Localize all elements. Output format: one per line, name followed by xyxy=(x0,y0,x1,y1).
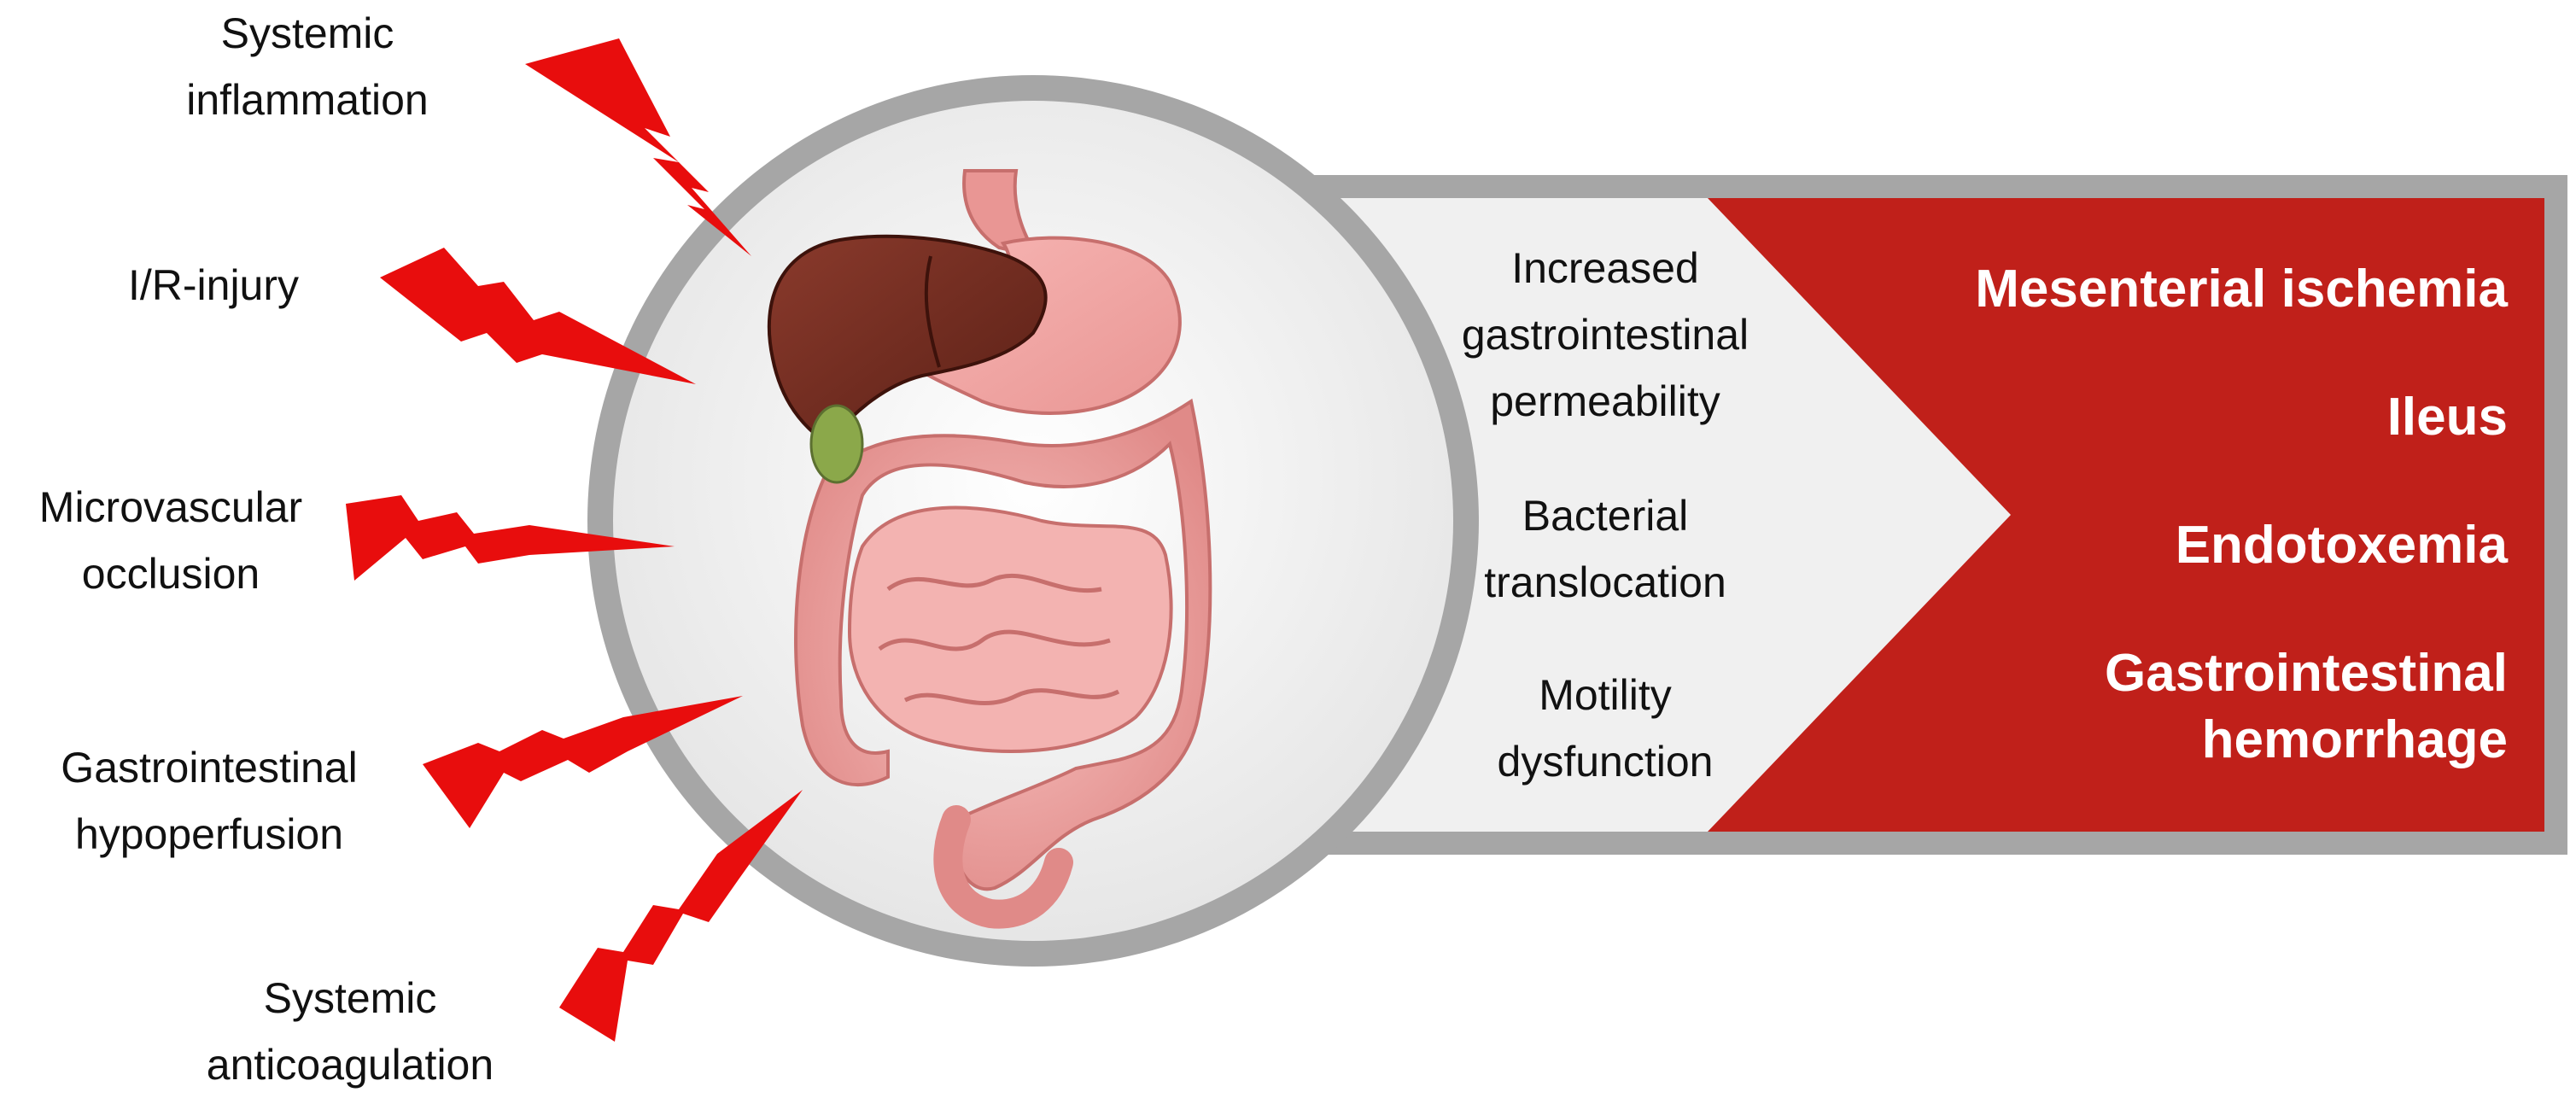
outcome-line: Endotoxemia xyxy=(2175,516,2508,575)
outcome-ileus: Ileus xyxy=(2387,384,2508,451)
cause-line: hypoperfusion xyxy=(74,810,344,858)
cause-line: Systemic xyxy=(263,974,437,1022)
cause-microvascular-occlusion: Microvascular occlusion xyxy=(0,474,342,607)
outcome-endotoxemia: Endotoxemia xyxy=(2176,512,2508,579)
effect-line: dysfunction xyxy=(1497,738,1714,786)
gastrointestinal-organs-illustration xyxy=(767,169,1212,929)
cause-gastrointestinal-hypoperfusion: Gastrointestinal hypoperfusion xyxy=(9,734,410,867)
lightning-bolt-icon xyxy=(346,495,675,581)
effect-line: Bacterial xyxy=(1522,492,1689,540)
cause-line: Systemic xyxy=(220,9,394,57)
lightning-bolt-icon xyxy=(423,696,743,828)
lightning-bolt-icon xyxy=(380,248,696,384)
effect-bacterial-translocation: Bacterial translocation xyxy=(1417,482,1793,616)
effect-line: Motility xyxy=(1539,671,1672,719)
effect-line: permeability xyxy=(1490,377,1720,425)
cause-ir-injury: I/R-injury xyxy=(34,252,393,318)
outcome-mesenterial-ischemia: Mesenterial ischemia xyxy=(1975,256,2508,323)
effect-line: gastrointestinal xyxy=(1461,311,1749,359)
lightning-bolt-icon xyxy=(559,790,803,1042)
cause-line: I/R-injury xyxy=(127,261,300,309)
outcome-line: hemorrhage xyxy=(2201,710,2508,769)
cause-line: Microvascular xyxy=(38,483,303,531)
outcome-line: Gastrointestinal xyxy=(2105,644,2508,703)
outcome-line: Ileus xyxy=(2386,388,2508,447)
cause-line: occlusion xyxy=(81,550,260,598)
outcome-gastrointestinal-hemorrhage: Gastrointestinal hemorrhage xyxy=(2105,640,2508,774)
effect-increased-permeability: Increased gastrointestinal permeability xyxy=(1417,235,1793,435)
effect-line: Increased xyxy=(1511,244,1699,292)
cause-line: anticoagulation xyxy=(206,1041,494,1089)
lightning-bolt-icon xyxy=(525,38,751,256)
outcome-line: Mesenterial ischemia xyxy=(1975,260,2508,318)
outcomes-panel xyxy=(1708,198,2544,832)
effect-line: translocation xyxy=(1484,558,1726,606)
cause-systemic-inflammation: Systemic inflammation xyxy=(128,0,487,133)
cause-line: Gastrointestinal xyxy=(61,744,358,791)
effect-motility-dysfunction: Motility dysfunction xyxy=(1417,662,1793,795)
cause-line: inflammation xyxy=(186,76,429,124)
cause-systemic-anticoagulation: Systemic anticoagulation xyxy=(171,965,529,1098)
